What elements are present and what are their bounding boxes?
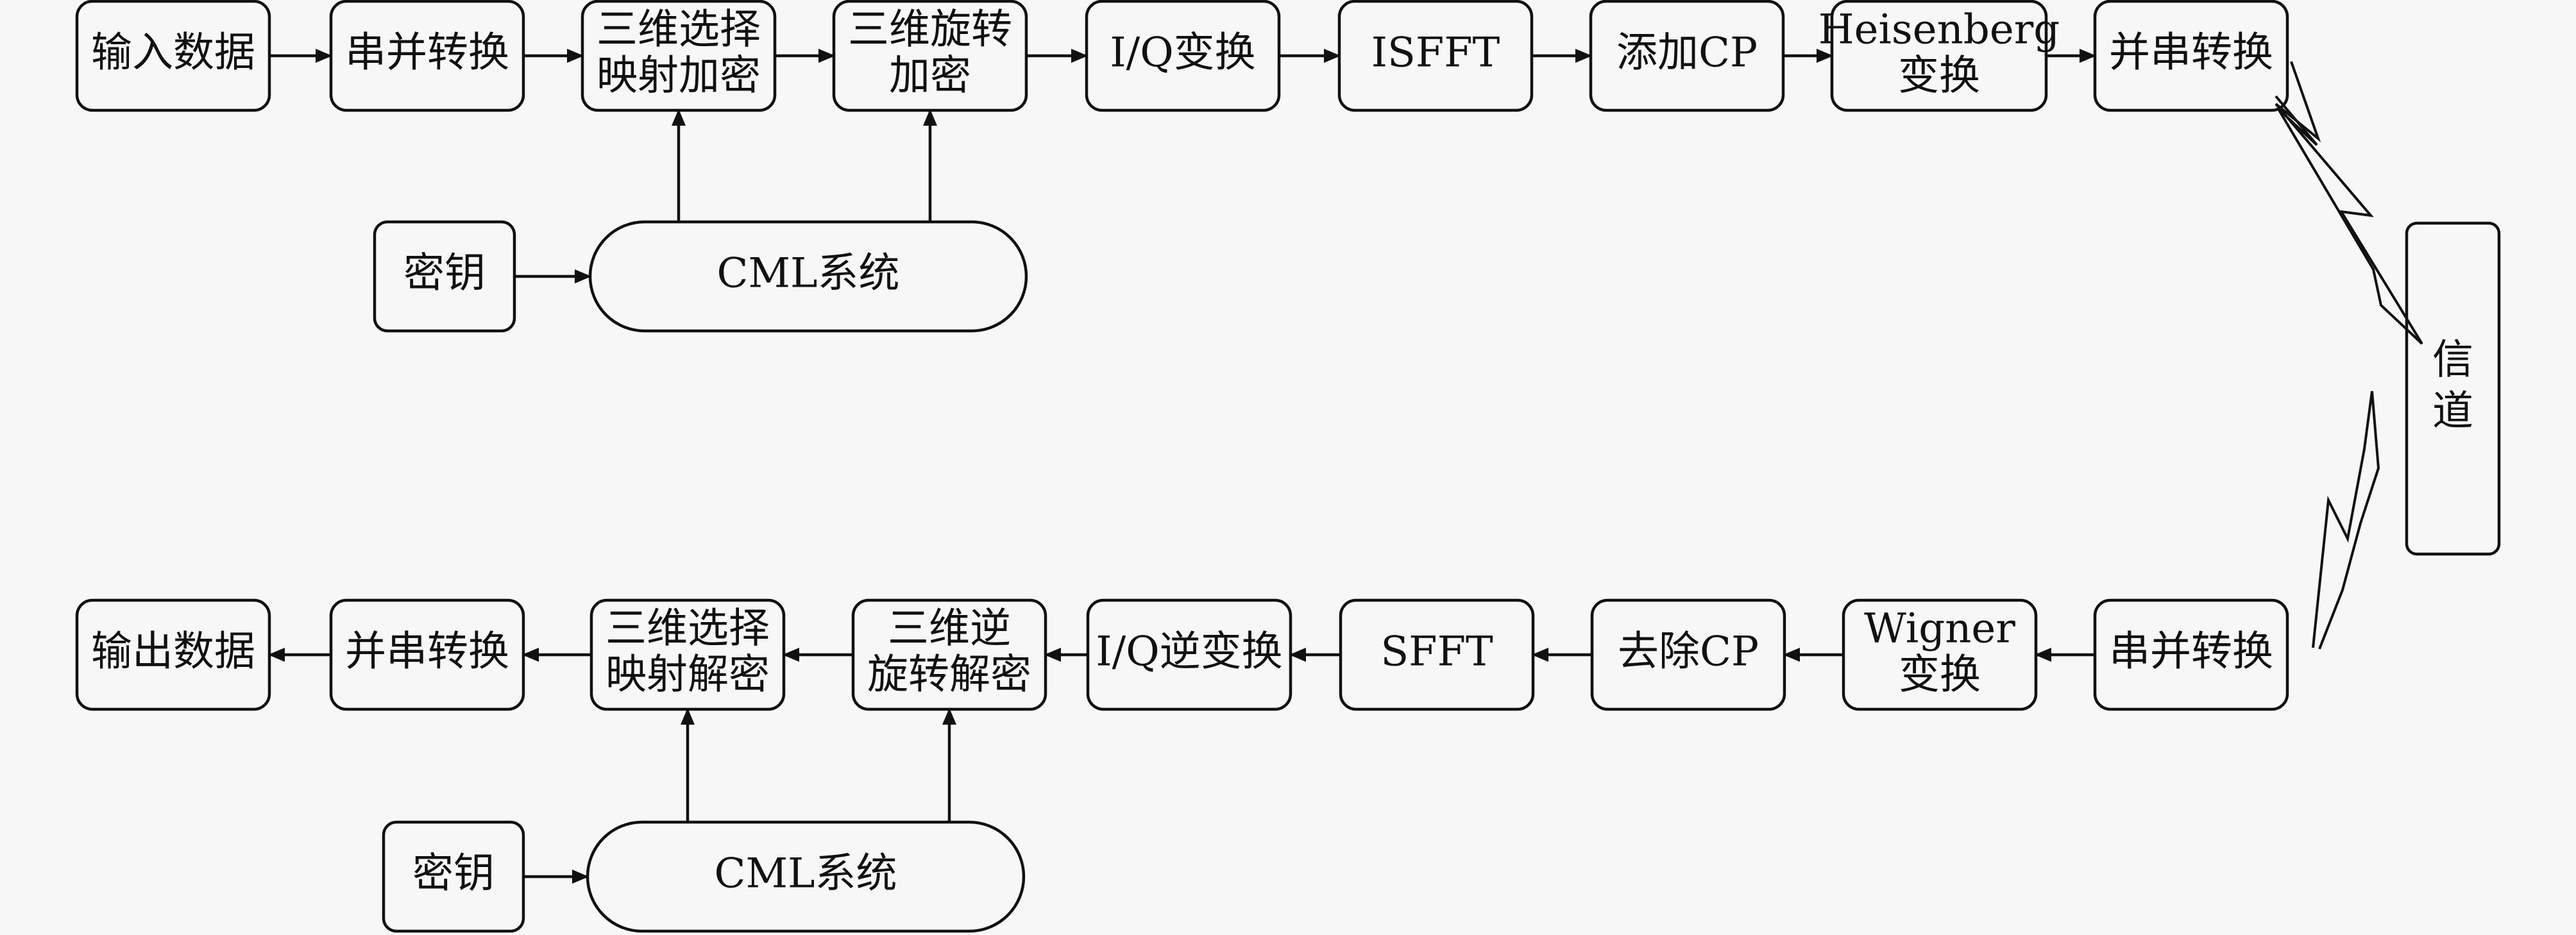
tx-ps-box: 并串转换 xyxy=(2093,0,2289,112)
rx-sp-box: 串并转换 xyxy=(2093,598,2289,711)
rx-output-box: 输出数据 xyxy=(75,598,271,711)
tx-iq-box: I/Q变换 xyxy=(1085,0,1281,112)
rx-cml-box: CML系统 xyxy=(586,820,1026,933)
rx-sfft-box: SFFT xyxy=(1339,598,1535,711)
tx-isfft-box: ISFFT xyxy=(1337,0,1534,112)
rx-ps-label: 并串转换 xyxy=(345,628,509,676)
tx-iq-label: I/Q变换 xyxy=(1110,29,1255,77)
rx-wig-label: Wigner xyxy=(1864,605,2015,653)
rx-cp-label: 去除CP xyxy=(1618,628,1759,676)
tx-cml-box: CML系统 xyxy=(588,220,1028,333)
tx-ps-label: 并串转换 xyxy=(2109,29,2273,77)
tx-sme-label: 三维选择 xyxy=(597,6,761,54)
rx-key-box: 密钥 xyxy=(382,820,525,933)
rx-rot-label: 旋转解密 xyxy=(867,652,1031,699)
tx-wireless-bolt xyxy=(2275,61,2423,345)
tx-input-box: 输入数据 xyxy=(75,0,271,112)
rx-ps-box: 并串转换 xyxy=(329,598,525,711)
tx-heis-label: Heisenberg xyxy=(1818,6,2060,54)
rx-iq-box: I/Q逆变换 xyxy=(1086,598,1292,711)
tx-sp-label: 串并转换 xyxy=(345,29,509,77)
tx-rot-label: 加密 xyxy=(889,53,971,100)
tx-sp-box: 串并转换 xyxy=(329,0,525,112)
rx-output-label: 输出数据 xyxy=(91,628,255,676)
tx-isfft-label: ISFFT xyxy=(1371,29,1500,77)
tx-cml-label: CML系统 xyxy=(717,250,900,298)
rx-rot-label: 三维逆 xyxy=(888,605,1011,653)
tx-heis-label: 变换 xyxy=(1898,53,1980,100)
rx-cml-label: CML系统 xyxy=(715,850,897,898)
rx-sfft-label: SFFT xyxy=(1380,628,1493,676)
channel-frame xyxy=(2405,221,2501,556)
tx-cp-box: 添加CP xyxy=(1589,0,1785,112)
rx-smd-label: 三维选择 xyxy=(606,605,770,653)
tx-sme-label: 映射加密 xyxy=(597,53,761,100)
rx-wireless-bolt xyxy=(2312,391,2380,650)
tx-key-label: 密钥 xyxy=(403,250,486,298)
rx-smd-label: 映射解密 xyxy=(606,652,770,699)
tx-key-box: 密钥 xyxy=(373,220,516,333)
channel-label: 信 xyxy=(2432,337,2473,384)
rx-sp-label: 串并转换 xyxy=(2109,628,2273,676)
tx-cp-label: 添加CP xyxy=(1616,29,1758,77)
channel-label: 道 xyxy=(2432,388,2473,435)
rx-wig-label: 变换 xyxy=(1899,652,1981,699)
channel-box: 信道 xyxy=(2405,221,2501,556)
rx-cp-box: 去除CP xyxy=(1590,598,1786,711)
tx-input-label: 输入数据 xyxy=(91,29,255,77)
rx-iq-label: I/Q逆变换 xyxy=(1096,628,1282,676)
tx-rot-label: 三维旋转 xyxy=(848,6,1012,54)
rx-key-label: 密钥 xyxy=(412,850,495,898)
